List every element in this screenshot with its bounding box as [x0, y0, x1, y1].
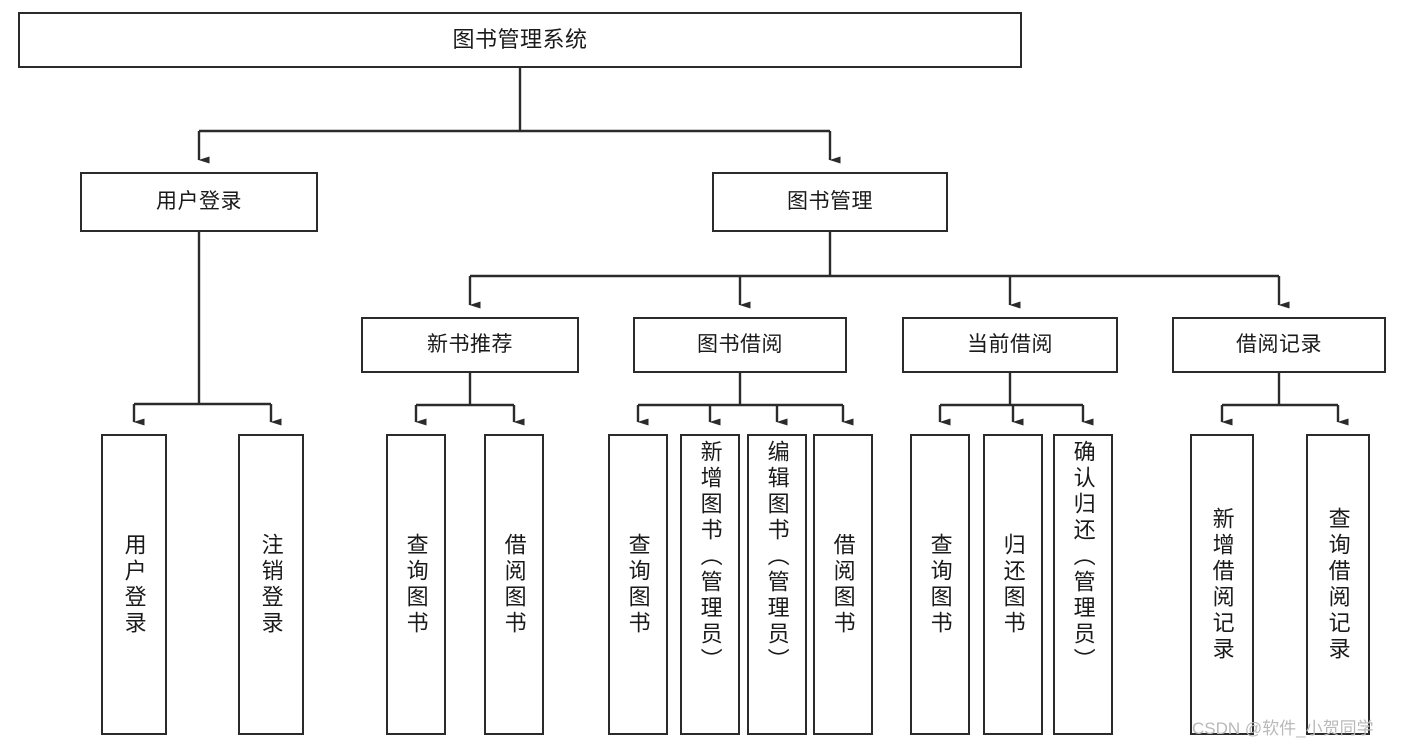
node-label-leaf-borrow-2: 借阅图书 — [830, 532, 856, 637]
node-label-user-login: 用户登录 — [156, 189, 242, 213]
node-label-leaf-logout: 注销登录 — [258, 532, 284, 637]
node-label-leaf-borrow-1: 借阅图书 — [501, 532, 527, 637]
node-book-borrow[interactable]: 图书借阅 — [633, 317, 847, 373]
node-book-manage[interactable]: 图书管理 — [712, 172, 948, 232]
node-leaf-logout[interactable]: 注销登录 — [238, 434, 304, 735]
node-label-leaf-query-2: 查询图书 — [625, 532, 651, 637]
node-leaf-query-rec[interactable]: 查询借阅记录 — [1306, 434, 1370, 735]
node-leaf-borrow-1[interactable]: 借阅图书 — [484, 434, 544, 735]
node-label-leaf-user-login: 用户登录 — [121, 532, 147, 637]
node-label-borrow-record: 借阅记录 — [1236, 332, 1322, 356]
node-leaf-add-book[interactable]: 新增图书（管理员） — [680, 434, 740, 735]
node-leaf-query-2[interactable]: 查询图书 — [608, 434, 668, 735]
node-leaf-user-login[interactable]: 用户登录 — [101, 434, 167, 735]
node-label-leaf-query-rec: 查询借阅记录 — [1325, 506, 1351, 663]
node-label-leaf-query-3: 查询图书 — [927, 532, 953, 637]
node-label-leaf-add-rec: 新增借阅记录 — [1209, 506, 1235, 663]
node-user-login[interactable]: 用户登录 — [80, 172, 318, 232]
node-label-book-manage: 图书管理 — [787, 189, 873, 213]
node-leaf-query-3[interactable]: 查询图书 — [910, 434, 970, 735]
node-leaf-add-rec[interactable]: 新增借阅记录 — [1190, 434, 1254, 735]
node-leaf-confirm[interactable]: 确认归还（管理员） — [1053, 434, 1113, 735]
node-leaf-query-1[interactable]: 查询图书 — [386, 434, 446, 735]
node-label-new-book-rec: 新书推荐 — [427, 332, 513, 356]
node-label-book-borrow: 图书借阅 — [697, 332, 783, 356]
node-leaf-borrow-2[interactable]: 借阅图书 — [813, 434, 873, 735]
node-label-current-borrow: 当前借阅 — [967, 332, 1053, 356]
node-label-leaf-edit-book: 编辑图书（管理员） — [764, 440, 790, 674]
node-label-leaf-confirm: 确认归还（管理员） — [1070, 440, 1096, 674]
node-label-leaf-add-book: 新增图书（管理员） — [697, 440, 723, 674]
node-label-leaf-return: 归还图书 — [1000, 532, 1026, 637]
node-root[interactable]: 图书管理系统 — [18, 12, 1022, 68]
node-borrow-record[interactable]: 借阅记录 — [1172, 317, 1386, 373]
node-current-borrow[interactable]: 当前借阅 — [902, 317, 1118, 373]
node-new-book-rec[interactable]: 新书推荐 — [361, 317, 579, 373]
node-label-root: 图书管理系统 — [452, 27, 588, 53]
node-label-leaf-query-1: 查询图书 — [403, 532, 429, 637]
node-leaf-edit-book[interactable]: 编辑图书（管理员） — [747, 434, 807, 735]
node-leaf-return[interactable]: 归还图书 — [983, 434, 1043, 735]
